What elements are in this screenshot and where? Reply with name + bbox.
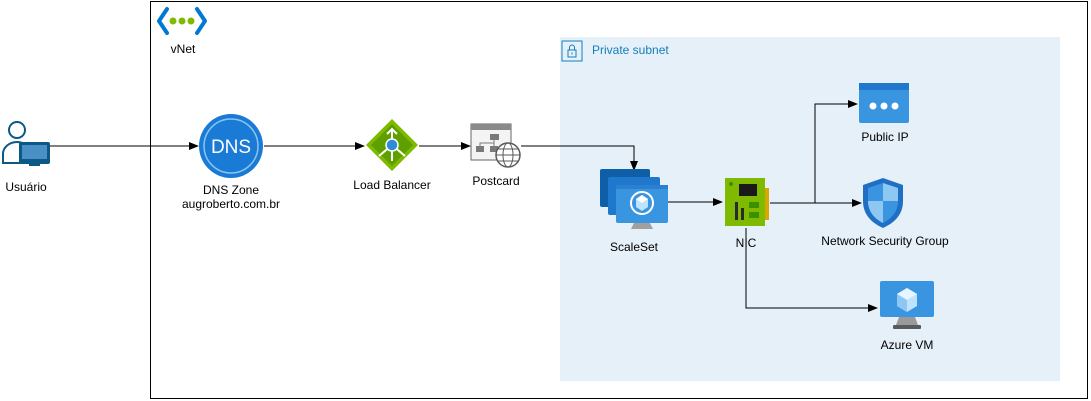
scaleset-label: ScaleSet [609,240,659,254]
public-ip-icon [859,83,909,123]
public-ip-label: Public IP [861,130,909,144]
subnet-title: Private subnet [592,43,669,57]
shield-icon [863,178,903,228]
edge-nic-publicip [770,100,858,204]
vnet-boundary [150,1,1088,399]
dns-zone-label-line1: DNS Zone [202,183,260,197]
lock-icon [561,40,583,62]
scaleset-icon [600,169,668,229]
edge-nic-vm [745,228,878,312]
user-icon [2,121,50,166]
nic-label: NIC [735,236,757,250]
dns-zone-label: DNS Zone augroberto.com.br [160,183,302,211]
azure-vm-label: Azure VM [880,338,934,352]
dns-zone-label-line2: augroberto.com.br [181,197,281,211]
postcard-icon [470,123,521,168]
nic-icon [725,178,769,226]
load-balancer-icon [366,119,418,171]
dns-icon-text: DNS [211,137,251,158]
edge-postcard-scaleset [521,145,638,171]
vnet-label: vNet [170,42,196,56]
load-balancer-label: Load Balancer [353,178,431,192]
azure-vm-icon [880,281,934,329]
nsg-label: Network Security Group [821,234,949,248]
dns-zone-icon: DNS [199,114,263,178]
user-label: Usuário [5,180,47,194]
postcard-label: Postcard [472,174,520,188]
vnet-icon [157,7,207,35]
